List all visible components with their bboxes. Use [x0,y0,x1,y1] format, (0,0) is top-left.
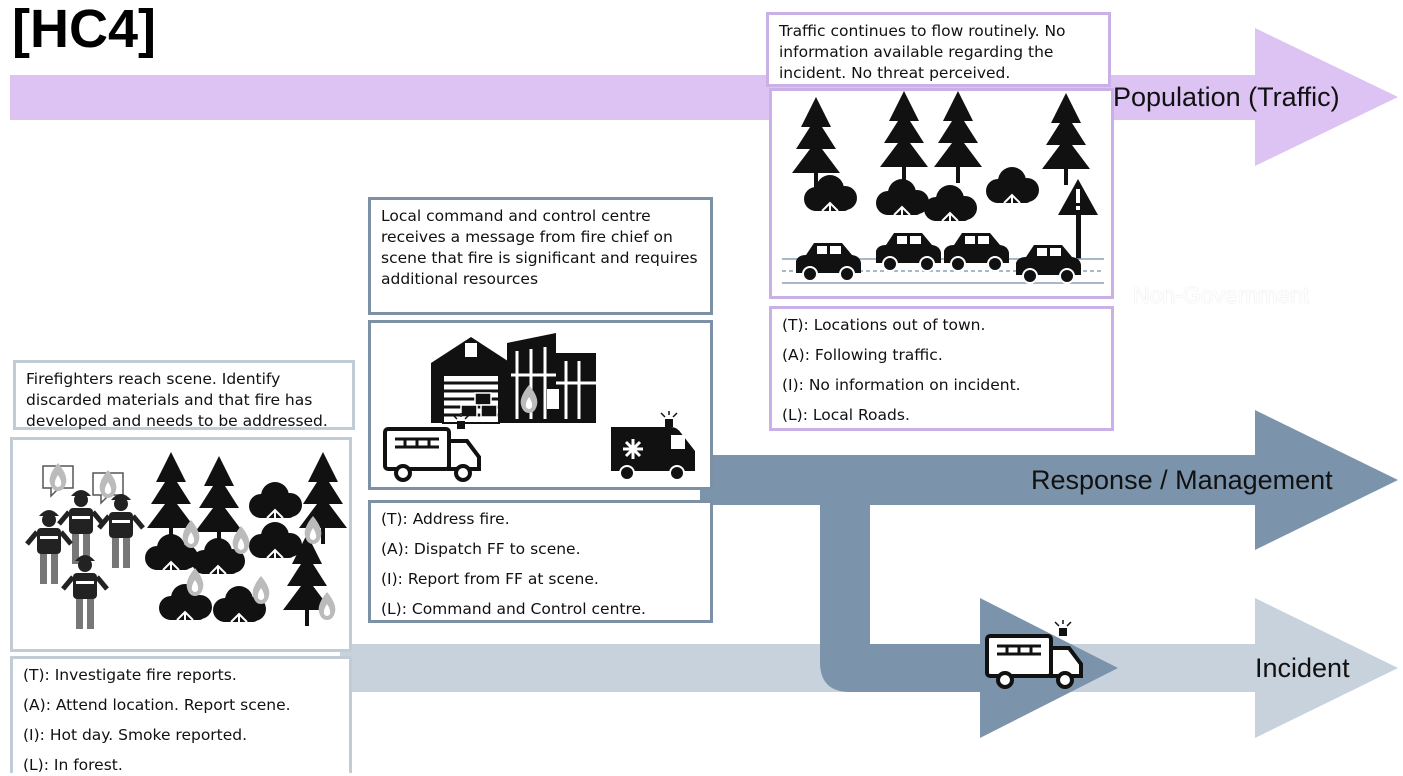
car-icon [1015,244,1082,284]
response-lane-arrow [700,410,1398,738]
bush-icon [923,184,978,224]
ambulance-icon [611,411,695,481]
stage1-picture [10,437,352,652]
stage2-location: (L): Command and Control centre. [381,600,646,618]
warning-sign-icon [1058,179,1098,259]
flame-icon [252,576,270,604]
flame-icon [318,592,336,620]
car-icon [943,232,1010,272]
stage1-location: (L): In forest. [23,756,123,774]
firefighter-icon [59,490,103,564]
forest-fire-scene [13,452,347,649]
stage1-tail-list: (T): Investigate fire reports. (A): Atte… [10,656,352,774]
firefighter-icon [99,494,143,568]
lane-label-non-government: Non-Government [1133,282,1310,308]
stage2-task: (T): Address fire. [381,510,510,528]
stage3-description: Traffic continues to flow routinely. No … [766,12,1111,87]
bush-icon [875,178,930,218]
pine-tree-icon [792,97,840,189]
stage1-information: (I): Hot day. Smoke reported. [23,726,248,744]
stage2-tail-list: (T): Address fire. (A): Dispatch FF to s… [368,500,713,623]
population-lane-arrow [10,28,1398,166]
stage3-location: (L): Local Roads. [782,406,910,424]
bush-icon [248,481,303,521]
stage2-information: (I): Report from FF at scene. [381,570,599,588]
bush-icon [985,166,1040,206]
page-title: [HC4] [12,0,156,59]
fire-station-icon [431,333,596,424]
car-icon [795,242,862,282]
stage1-description: Firefighters reach scene. Identify disca… [13,360,355,430]
pine-tree-icon [1042,93,1090,185]
stage2-action: (A): Dispatch FF to scene. [381,540,581,558]
pine-tree-icon [880,91,928,183]
stage3-action: (A): Following traffic. [782,346,943,364]
car-icon [875,232,942,272]
traffic-scene [782,91,1104,284]
lane-label-population: Population (Traffic) [1113,82,1340,112]
stage3-description-text: Traffic continues to flow routinely. No … [779,22,1066,82]
pine-tree-icon [934,91,982,183]
stage2-description-text: Local command and control centre receive… [381,207,698,288]
lane-label-incident: Incident [1255,653,1350,683]
speech-bubble-fire-icon [92,470,124,505]
firefighter-icon [63,555,107,629]
lane-label-response: Response / Management [1031,465,1333,495]
stage1-action: (A): Attend location. Report scene. [23,696,291,714]
fire-truck-icon [383,411,481,482]
stage3-information: (I): No information on incident. [782,376,1021,394]
command-centre-scene [383,333,695,482]
speech-bubble-fire-icon [42,463,74,498]
stage3-picture [769,88,1114,299]
stage3-tail-list: (T): Locations out of town. (A): Followi… [769,306,1114,431]
bush-icon [248,521,303,561]
bush-icon [158,583,213,623]
stage3-task: (T): Locations out of town. [782,316,986,334]
stage2-picture [368,320,713,490]
stage2-description: Local command and control centre receive… [368,197,713,315]
stage1-description-text: Firefighters reach scene. Identify disca… [26,370,328,430]
bush-icon [803,174,858,214]
stage1-task: (T): Investigate fire reports. [23,666,237,684]
